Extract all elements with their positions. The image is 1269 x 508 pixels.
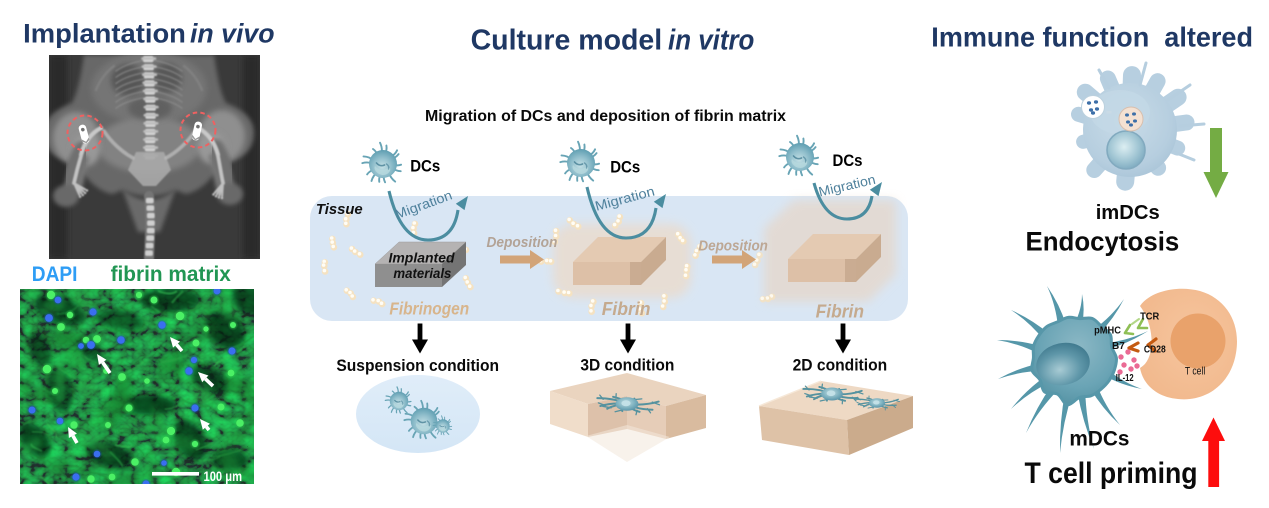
svg-text:TCR: TCR	[1140, 310, 1160, 322]
svg-text:Suspension condition: Suspension condition	[336, 357, 499, 375]
svg-text:Culture model: Culture model	[471, 25, 663, 57]
svg-text:pMHC: pMHC	[1094, 325, 1121, 337]
svg-text:2D condition: 2D condition	[793, 355, 888, 374]
svg-text:Implanted: Implanted	[389, 251, 456, 266]
svg-text:fibrin matrix: fibrin matrix	[111, 263, 232, 286]
svg-text:DAPI: DAPI	[32, 263, 78, 286]
svg-text:imDCs: imDCs	[1096, 201, 1160, 224]
svg-text:Fibrin: Fibrin	[816, 302, 864, 322]
svg-text:Migration of DCs and depositio: Migration of DCs and deposition of fibri…	[425, 108, 786, 125]
svg-text:T cell: T cell	[1185, 365, 1205, 377]
svg-text:materials: materials	[393, 266, 451, 281]
svg-text:in vivo: in vivo	[190, 19, 275, 49]
svg-text:Immune function altered: Immune function altered	[931, 22, 1253, 53]
svg-text:DCs: DCs	[410, 158, 440, 176]
svg-text:Deposition: Deposition	[698, 238, 768, 254]
svg-text:Tissue: Tissue	[316, 202, 363, 218]
svg-text:Endocytosis: Endocytosis	[1026, 227, 1180, 257]
svg-text:Deposition: Deposition	[487, 235, 558, 251]
svg-text:Implantation: Implantation	[23, 19, 186, 49]
svg-text:Fibrinogen: Fibrinogen	[389, 299, 469, 319]
svg-text:T cell priming: T cell priming	[1025, 457, 1198, 490]
svg-text:mDCs: mDCs	[1069, 427, 1129, 451]
svg-text:DCs: DCs	[610, 159, 640, 177]
svg-text:100 μm: 100 μm	[204, 468, 243, 484]
svg-text:Migration: Migration	[817, 172, 877, 200]
svg-text:in vitro: in vitro	[668, 25, 754, 57]
svg-text:DCs: DCs	[833, 152, 863, 170]
svg-text:CD28: CD28	[1144, 344, 1166, 356]
svg-text:B7: B7	[1112, 340, 1125, 352]
svg-text:3D condition: 3D condition	[580, 355, 674, 374]
svg-text:IL-12: IL-12	[1116, 372, 1134, 384]
svg-text:Fibrin: Fibrin	[602, 299, 651, 319]
